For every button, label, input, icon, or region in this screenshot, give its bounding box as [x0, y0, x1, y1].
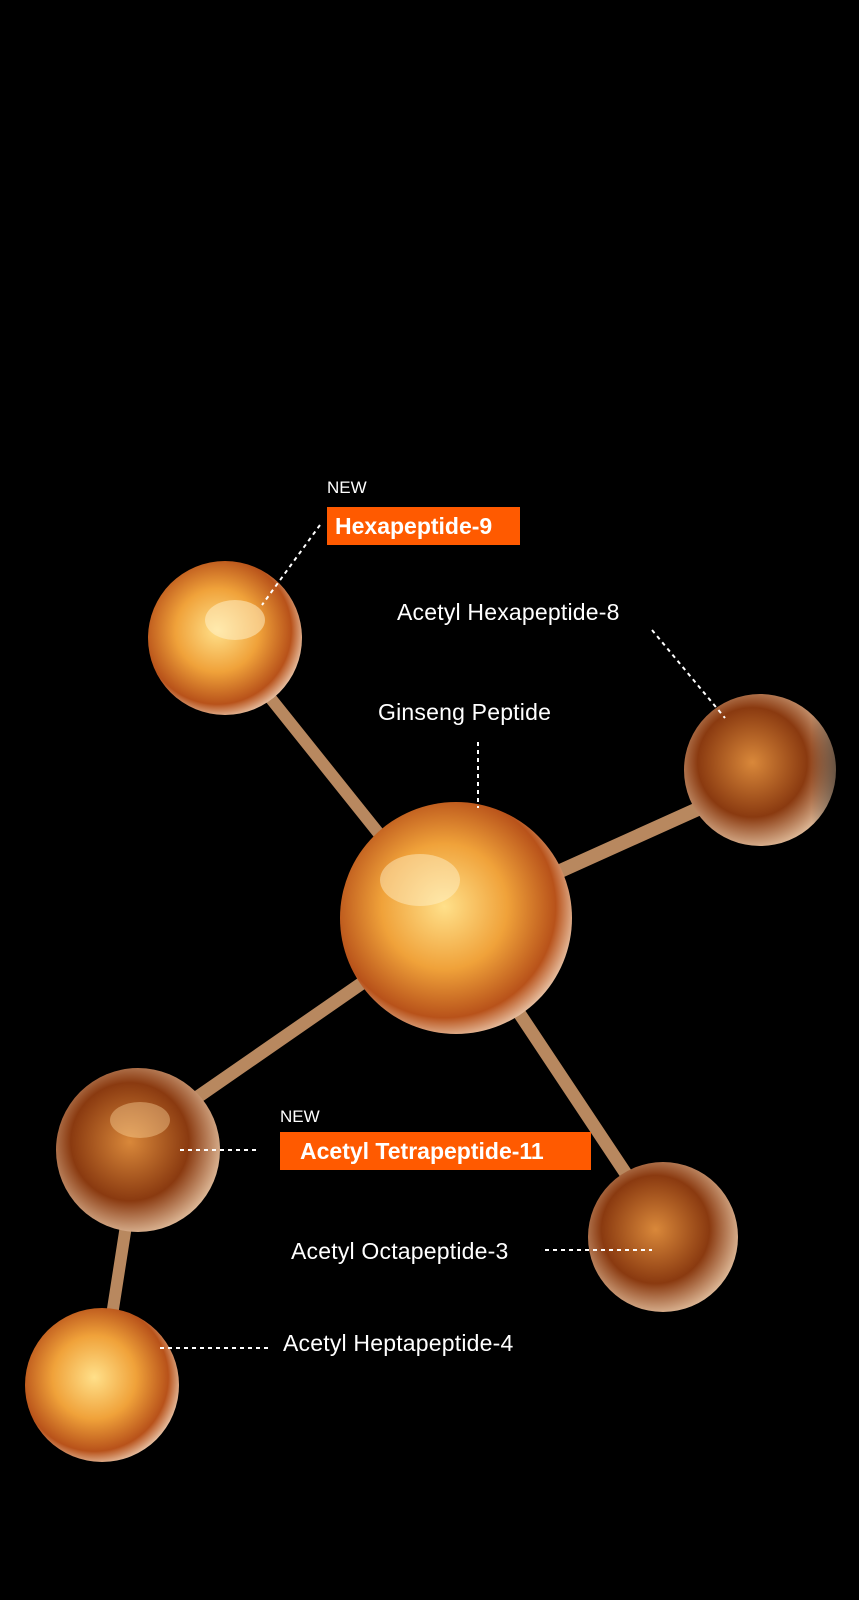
label-acetyl-heptapeptide-4: Acetyl Heptapeptide-4: [283, 1330, 514, 1356]
tag-acetyl-tetrapeptide-11: Acetyl Tetrapeptide-11: [280, 1132, 591, 1170]
label-acetyl-octapeptide-3: Acetyl Octapeptide-3: [291, 1238, 509, 1264]
sphere-acetyl-octapeptide-3: [588, 1162, 738, 1312]
sphere-acetyl-heptapeptide-4: [25, 1308, 179, 1462]
sphere-hexapeptide-9: [148, 561, 302, 715]
new-badge: NEW: [327, 478, 367, 497]
sphere-acetyl-hexapeptide-8: [684, 680, 859, 870]
label-acetyl-hexapeptide-8: Acetyl Hexapeptide-8: [397, 599, 620, 625]
leader-lines: [160, 524, 726, 1349]
label-ginseng-peptide: Ginseng Peptide: [378, 699, 552, 725]
new-badge: NEW: [280, 1107, 320, 1126]
sphere-ginseng-peptide: [340, 802, 572, 1034]
tag-hexapeptide-9: Hexapeptide-9: [327, 507, 520, 545]
sphere-acetyl-tetrapeptide-11: [56, 1068, 220, 1232]
